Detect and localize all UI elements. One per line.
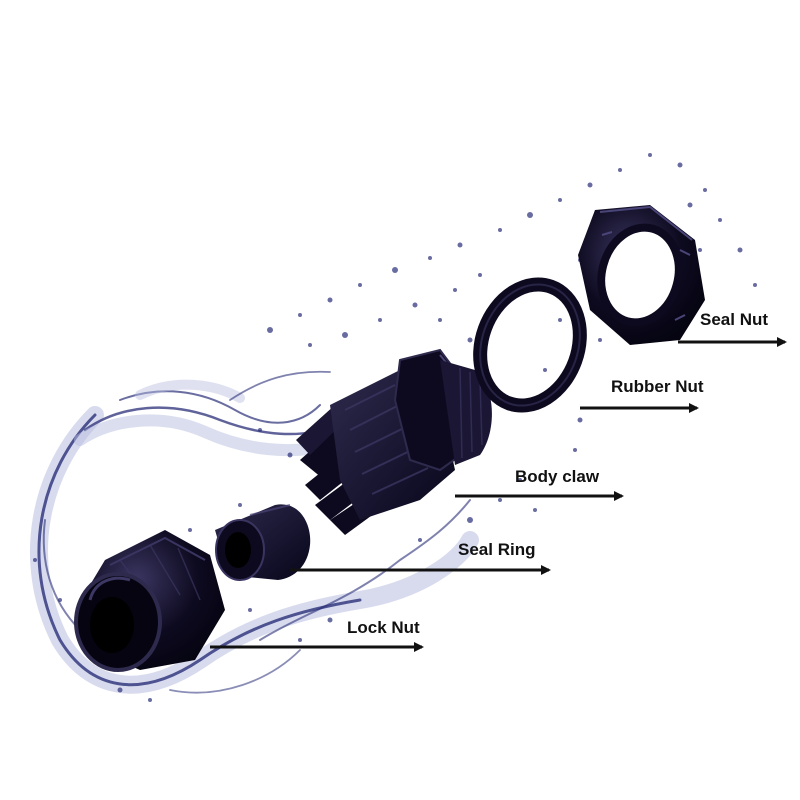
rubber-nut-label: Rubber Nut: [611, 377, 704, 396]
seal-nut-part: [578, 205, 705, 345]
seal-nut-label: Seal Nut: [700, 310, 769, 329]
water-droplets: [33, 153, 757, 702]
rubber-nut-part: [473, 277, 587, 413]
lock-nut-label: Lock Nut: [347, 618, 420, 637]
lock-nut-part: [74, 530, 225, 672]
water-splash: [29, 370, 479, 694]
seal-ring-label: Seal Ring: [458, 540, 536, 559]
body-claw-part: [296, 348, 492, 535]
seal-ring-part: [215, 504, 311, 581]
body-claw-label: Body claw: [515, 467, 600, 486]
